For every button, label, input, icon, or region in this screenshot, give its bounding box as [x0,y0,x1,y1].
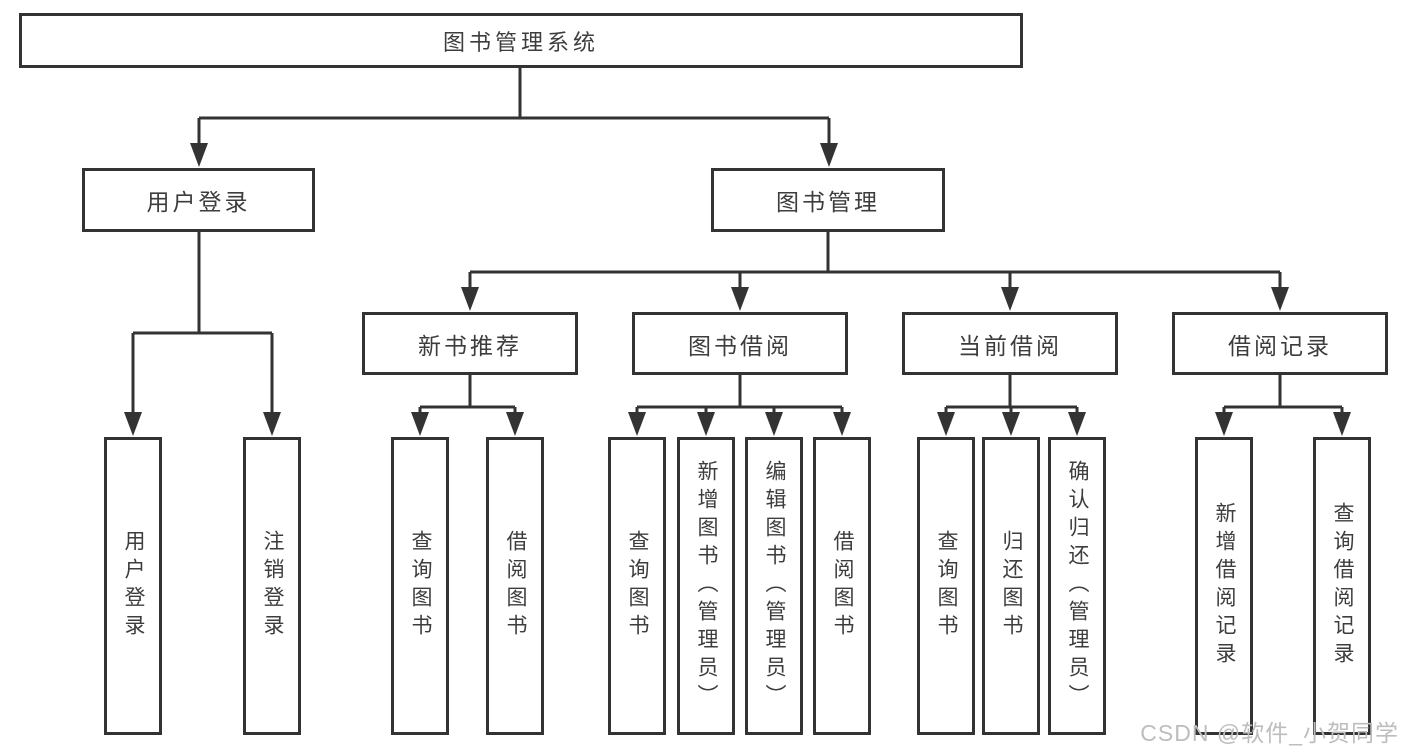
node-borrow-records: 借阅记录 [1172,312,1388,375]
leaf-current-return-books: 归还图书 [982,437,1040,735]
node-current-borrow: 当前借阅 [902,312,1118,375]
leaf-current-confirm-return-admin: 确认归还（管理员） [1048,437,1106,735]
node-label: 新书推荐 [418,332,522,359]
node-label: 图书管理 [776,189,880,215]
leaf-logout: 注销登录 [243,437,301,735]
node-user-login: 用户登录 [82,168,315,232]
leaf-borrow-add-books-admin: 新增图书（管理员） [677,437,735,735]
leaf-recommend-borrow-books: 借阅图书 [486,437,544,735]
node-label: 用户登录 [146,189,251,215]
node-label: 借阅记录 [1228,332,1332,359]
leaf-borrow-borrow-books: 借阅图书 [813,437,871,735]
leaf-recommend-query-books: 查询图书 [391,437,449,735]
node-library-management-system: 图书管理系统 [19,13,1023,68]
leaf-borrow-query-books: 查询图书 [608,437,666,735]
node-new-book-recommend: 新书推荐 [362,312,578,375]
leaf-user-login: 用户登录 [104,437,162,735]
node-label: 当前借阅 [958,332,1062,359]
leaf-records-query-borrow-record: 查询借阅记录 [1313,437,1371,735]
node-label: 图书管理系统 [442,29,599,55]
leaf-borrow-edit-books-admin: 编辑图书（管理员） [745,437,803,735]
node-label: 图书借阅 [688,332,792,359]
leaf-current-query-books: 查询图书 [917,437,975,735]
csdn-watermark: CSDN @软件_小贺同学 [1140,720,1399,746]
node-book-management: 图书管理 [711,168,945,232]
arrowheads [124,143,1351,436]
node-book-borrow: 图书借阅 [632,312,848,375]
leaf-records-add-borrow-record: 新增借阅记录 [1195,437,1253,735]
